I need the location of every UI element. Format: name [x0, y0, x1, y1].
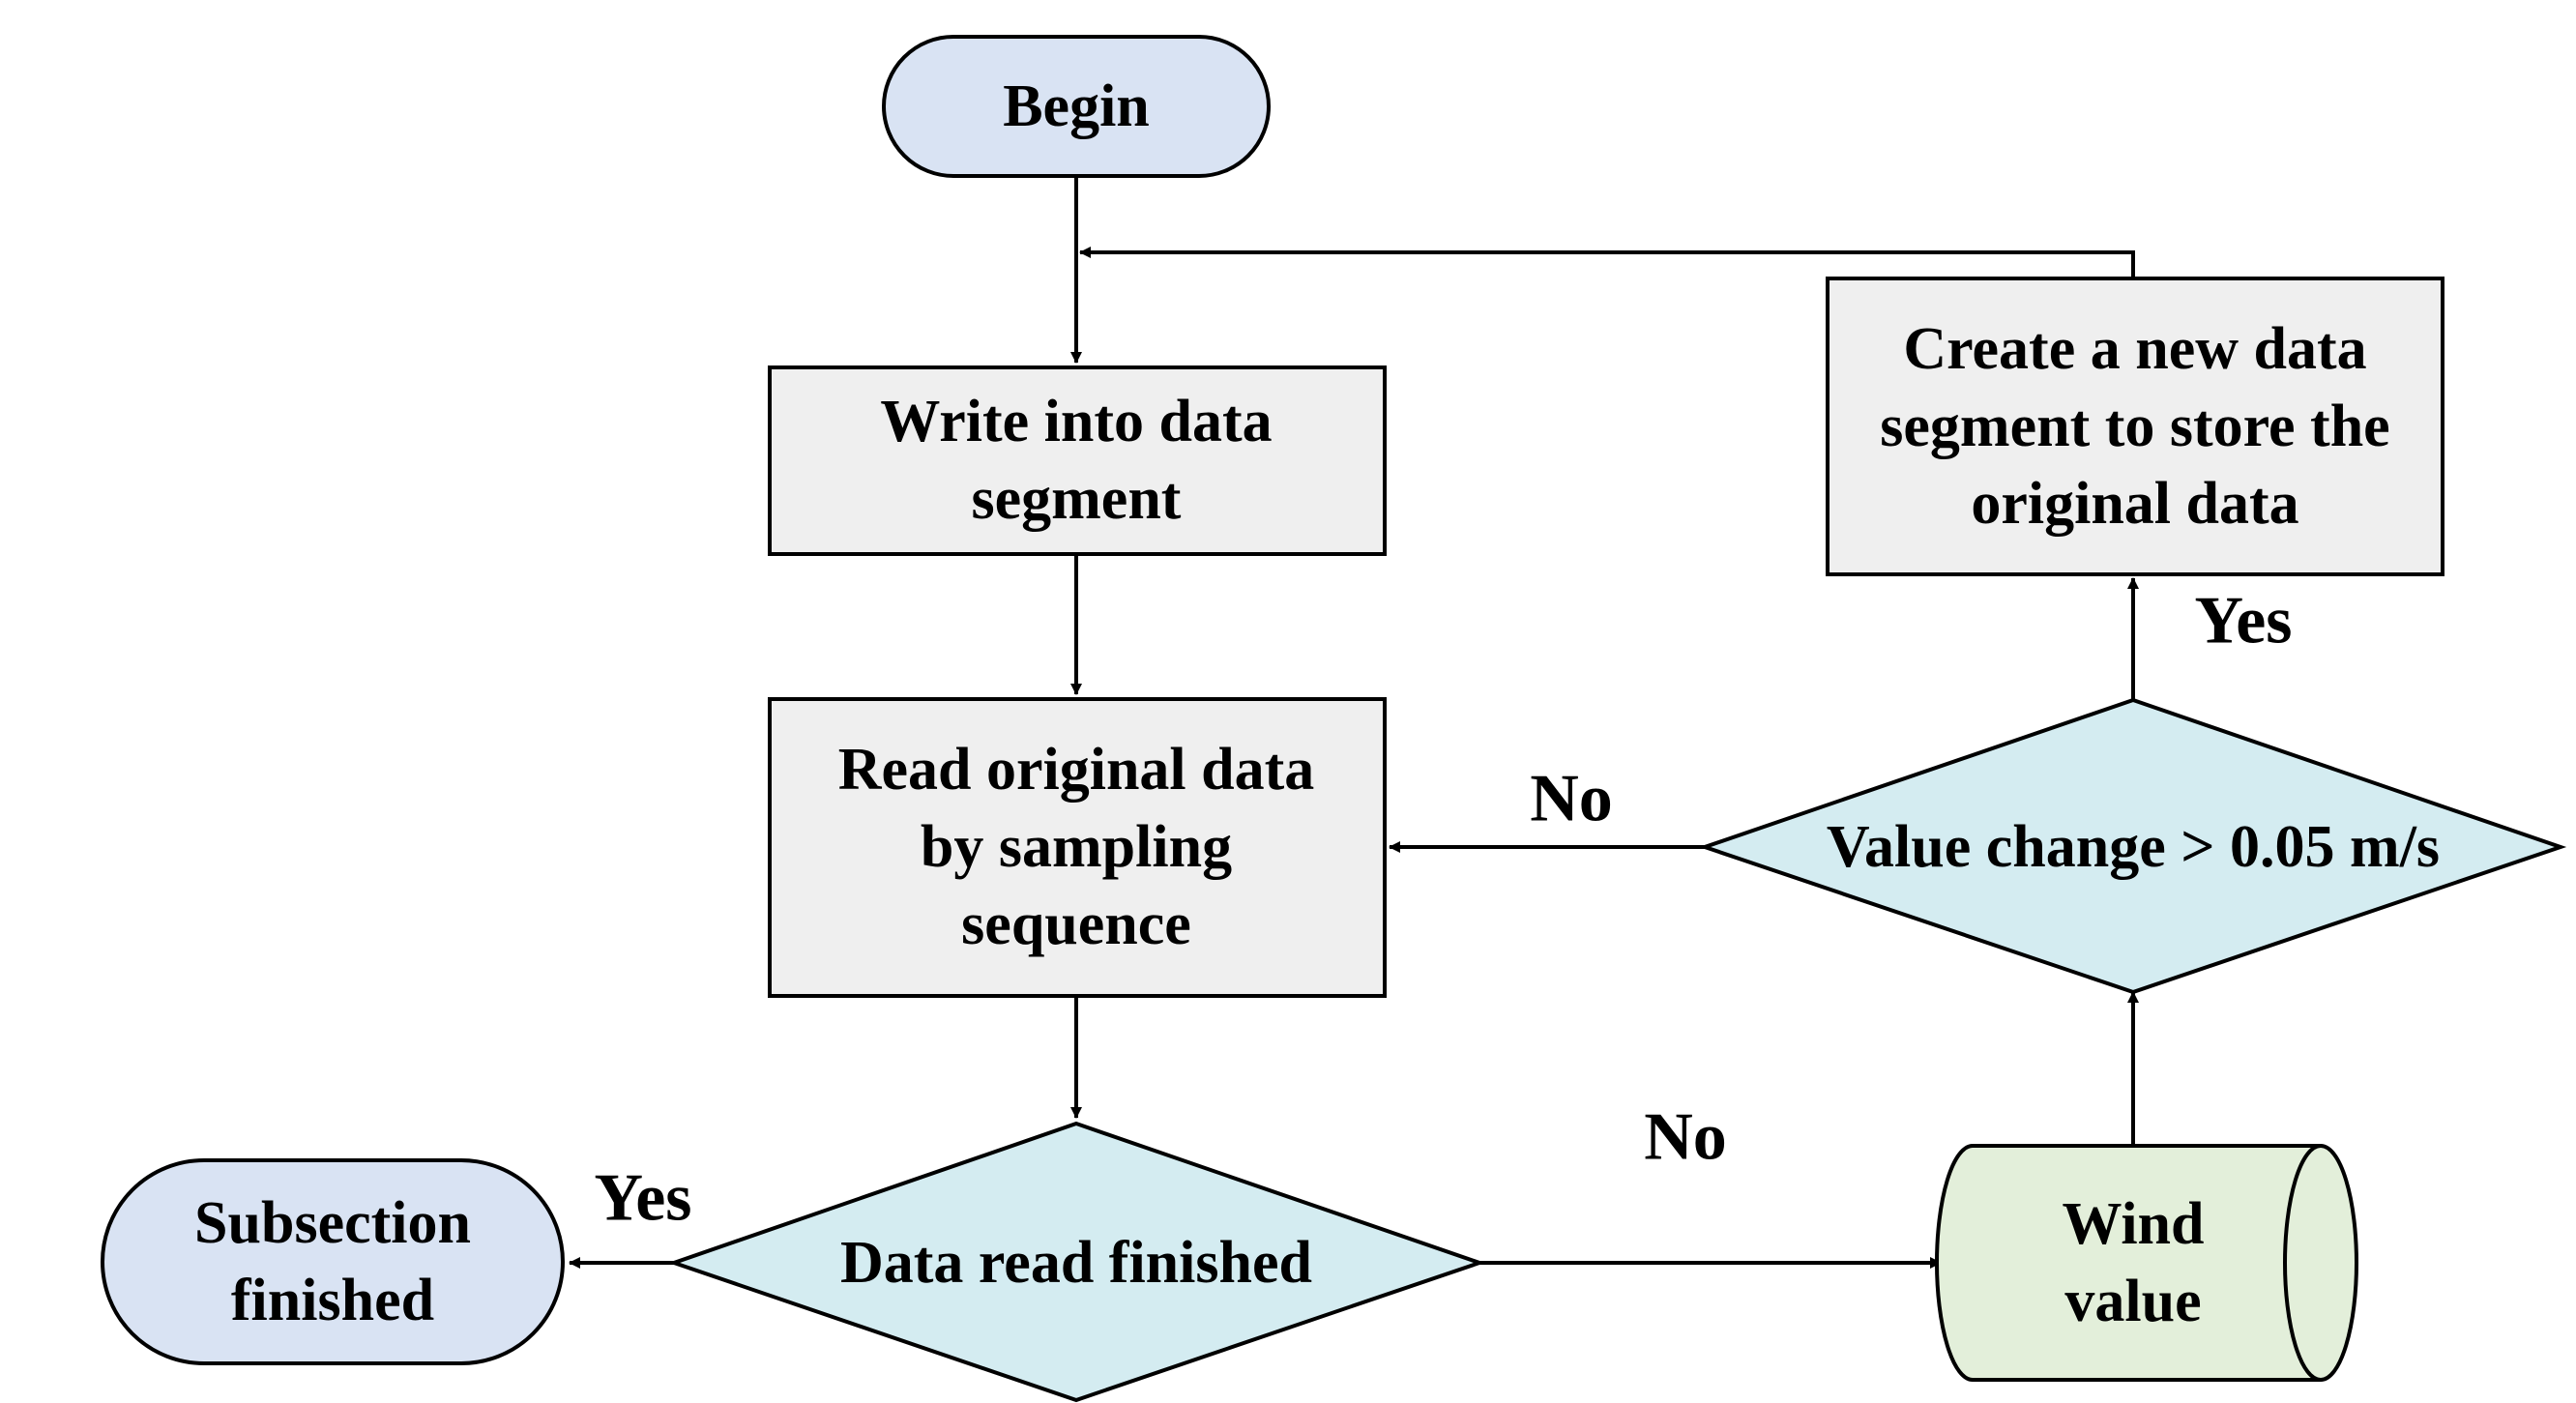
- wind-value-label: Wind value: [2062, 1191, 2204, 1334]
- subsection-finished-label-line-2: finished: [231, 1268, 434, 1333]
- value-change-decision[interactable]: [1698, 697, 2567, 995]
- data-read-finished-label-line-1: Data read finished: [840, 1230, 1312, 1296]
- begin-label-line-1: Begin: [1003, 73, 1150, 139]
- create-segment-label: Create a new data segment to store the ori…: [1880, 316, 2389, 537]
- create-segment-process[interactable]: [1826, 277, 2444, 576]
- value-change-label: Value change > 0.05 m/s: [1827, 814, 2440, 880]
- edge-label-value-no: No: [1530, 762, 1613, 836]
- begin-terminal[interactable]: [882, 35, 1271, 178]
- begin-label: Begin: [1003, 73, 1150, 139]
- wind-value-inner-arc: [2283, 1144, 2322, 1382]
- write-segment-label: Write into data segment: [880, 389, 1272, 532]
- edge-label-finished-no: No: [1644, 1100, 1727, 1175]
- edge-label-value-yes: Yes: [2194, 584, 2292, 658]
- data-read-finished-label: Data read finished: [840, 1230, 1312, 1296]
- subsection-finished-label-line-1: Subsection: [194, 1190, 471, 1256]
- read-data-label-line-3: sequence: [961, 891, 1191, 957]
- write-segment-label-line-2: segment: [972, 466, 1182, 532]
- create-segment-label-line-3: original data: [1971, 471, 2298, 537]
- read-data-label: Read original data by sampling sequence: [838, 737, 1315, 957]
- write-segment-process[interactable]: [768, 365, 1387, 556]
- subsection-finished-terminal[interactable]: [101, 1158, 565, 1365]
- subsection-finished-label: Subsection finished: [194, 1190, 471, 1333]
- data-read-finished-decision[interactable]: [667, 1121, 1486, 1403]
- read-data-label-line-1: Read original data: [838, 737, 1315, 803]
- read-data-label-line-2: by sampling: [921, 814, 1232, 880]
- create-segment-label-line-1: Create a new data: [1903, 316, 2366, 382]
- write-segment-label-line-1: Write into data: [880, 389, 1272, 454]
- wind-value-label-line-1: Wind: [2062, 1191, 2204, 1257]
- read-data-process[interactable]: [768, 697, 1387, 998]
- create-segment-label-line-2: segment to store the: [1880, 394, 2389, 459]
- value-change-label-line-1: Value change > 0.05 m/s: [1827, 814, 2440, 880]
- edge-label-finished-yes: Yes: [594, 1161, 691, 1236]
- connectors: [569, 178, 2139, 1269]
- wind-value-label-line-2: value: [2064, 1269, 2201, 1334]
- edge-create-loop-back: [1079, 247, 2135, 278]
- wind-value-store[interactable]: [1935, 1144, 2358, 1382]
